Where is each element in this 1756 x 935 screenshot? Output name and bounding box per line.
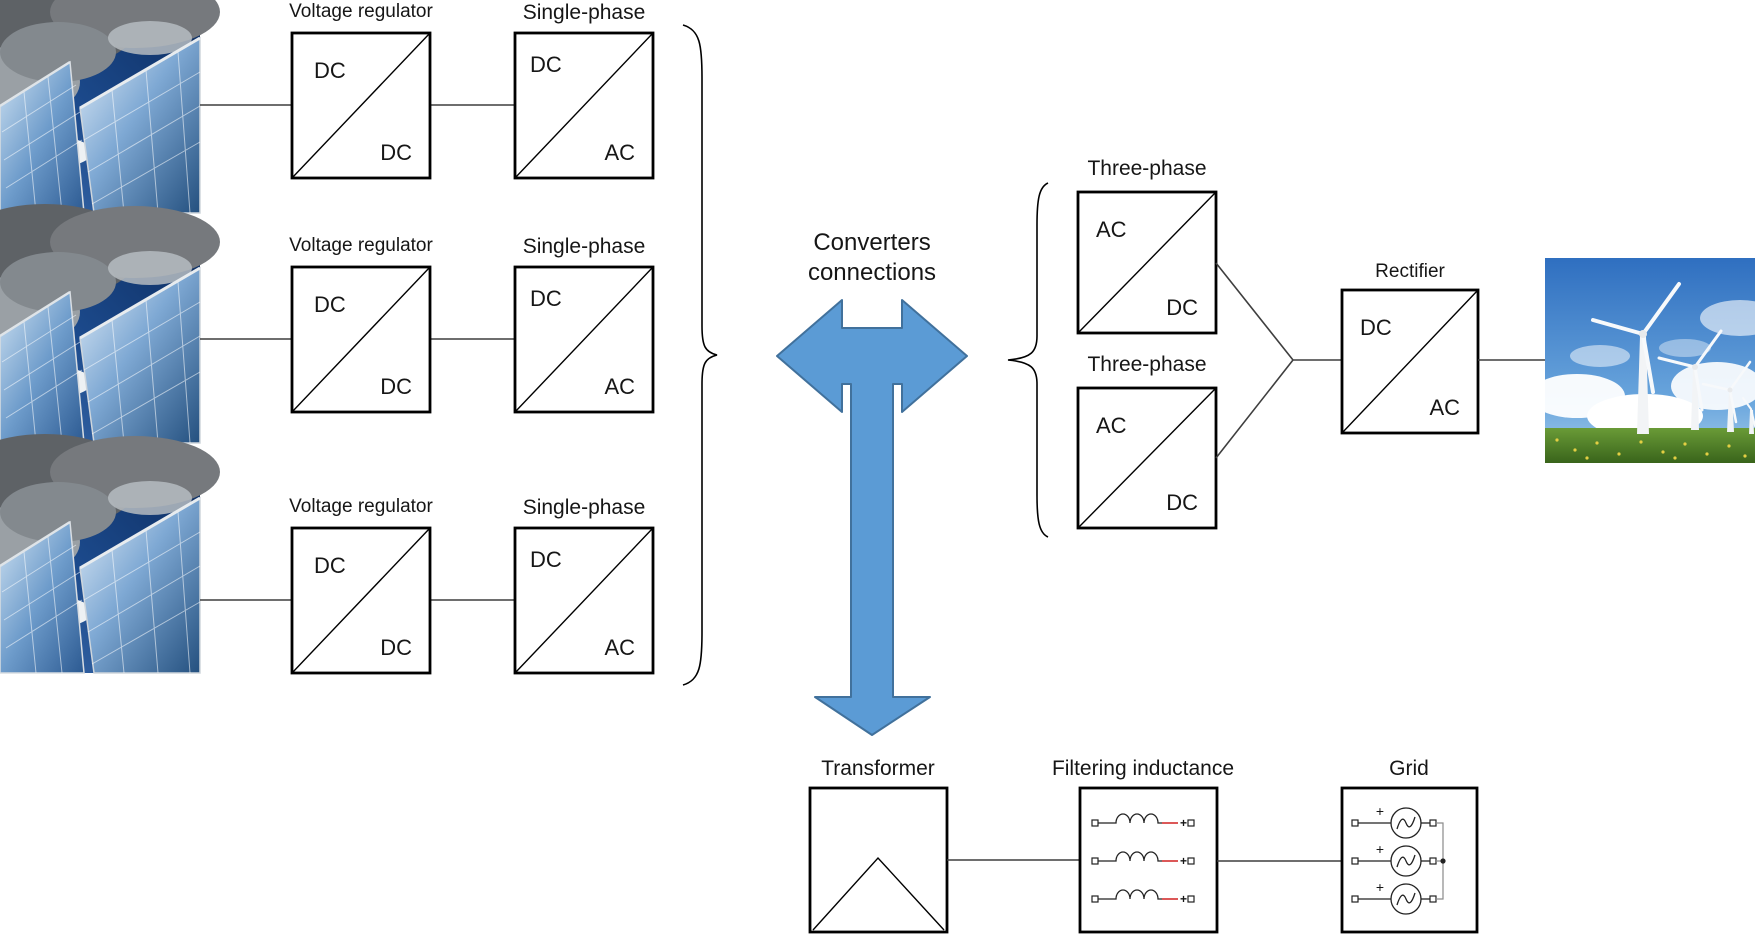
triangle-icon — [812, 856, 945, 931]
three-phase-block-2: Three-phase AC DC — [1076, 353, 1218, 530]
dc-input-label: DC — [530, 547, 562, 572]
ac-output-label: AC — [604, 374, 635, 399]
polarity-plus: + — [1376, 879, 1384, 895]
dc-input-label: DC — [1360, 315, 1392, 340]
wind-turbines-photo — [1527, 256, 1756, 465]
polarity-plus: + — [1376, 841, 1384, 857]
dc-output-label: DC — [380, 374, 412, 399]
sine-icon — [1396, 892, 1416, 906]
wire-three-phase-merge — [1215, 262, 1342, 459]
ac-input-label: AC — [1096, 217, 1127, 242]
accent-plus: + — [1180, 854, 1187, 868]
ac-source-icon: + — [1351, 803, 1437, 839]
polarity-plus: + — [1376, 803, 1384, 819]
three-phase-block-1: Three-phase AC DC — [1076, 157, 1218, 335]
single-phase-inverter-block-1: Single-phase DC AC — [513, 1, 655, 180]
solar-panels-photo — [0, 432, 222, 675]
ac-input-label: AC — [1096, 413, 1127, 438]
single-phase-label: Single-phase — [523, 1, 646, 24]
single-phase-inverter-block-3: Single-phase DC AC — [513, 496, 655, 675]
dc-output-label: DC — [380, 140, 412, 165]
dc-output-label: DC — [380, 635, 412, 660]
dc-input-label: DC — [530, 52, 562, 77]
filtering-inductance-block: Filtering inductance + + + — [1052, 757, 1234, 934]
transformer-label: Transformer — [821, 757, 935, 780]
inductor-icon: + — [1091, 813, 1195, 830]
ac-output-label: AC — [1429, 395, 1460, 420]
voltage-regulator-block-2: Voltage regulator DC DC — [289, 235, 433, 414]
voltage-regulator-label: Voltage regulator — [289, 496, 433, 517]
single-phase-label: Single-phase — [523, 496, 646, 519]
converters-label-line2: connections — [808, 259, 936, 286]
rectifier-label: Rectifier — [1375, 261, 1445, 282]
curly-brace-icon — [1007, 182, 1049, 538]
voltage-regulator-label: Voltage regulator — [289, 235, 433, 256]
curly-brace-icon — [682, 24, 718, 686]
three-way-arrow-icon — [776, 299, 968, 736]
three-phase-label: Three-phase — [1087, 157, 1206, 180]
sine-icon — [1396, 816, 1416, 830]
sine-icon — [1396, 854, 1416, 868]
dc-output-label: DC — [1166, 490, 1198, 515]
ac-output-label: AC — [604, 140, 635, 165]
dc-input-label: DC — [314, 553, 346, 578]
ac-source-icon: + — [1351, 841, 1437, 877]
inductor-icon: + — [1091, 851, 1195, 868]
dc-input-label: DC — [530, 286, 562, 311]
single-phase-inverter-block-2: Single-phase DC AC — [513, 235, 655, 414]
bus-junction-dot — [1440, 858, 1446, 864]
filtering-inductance-label: Filtering inductance — [1052, 757, 1234, 780]
solar-panels-photo — [0, 0, 222, 215]
voltage-regulator-block-3: Voltage regulator DC DC — [289, 496, 433, 675]
transformer-block: Transformer — [808, 757, 949, 934]
three-phase-label: Three-phase — [1087, 353, 1206, 376]
accent-plus: + — [1180, 892, 1187, 906]
voltage-regulator-label: Voltage regulator — [289, 1, 433, 22]
single-phase-label: Single-phase — [523, 235, 646, 258]
dc-input-label: DC — [314, 58, 346, 83]
voltage-regulator-block-1: Voltage regulator DC DC — [289, 1, 433, 180]
converters-connections: Converters connections — [776, 229, 968, 736]
ac-source-icon: + — [1351, 879, 1437, 915]
converters-label-line1: Converters — [813, 229, 930, 256]
rectifier-block: Rectifier DC AC — [1340, 261, 1480, 435]
dc-input-label: DC — [314, 292, 346, 317]
ac-output-label: AC — [604, 635, 635, 660]
dc-output-label: DC — [1166, 295, 1198, 320]
grid-label: Grid — [1389, 757, 1429, 780]
grid-block: Grid + + + — [1340, 757, 1479, 934]
inductor-icon: + — [1091, 889, 1195, 906]
accent-plus: + — [1180, 816, 1187, 830]
solar-panels-photo — [0, 202, 222, 445]
